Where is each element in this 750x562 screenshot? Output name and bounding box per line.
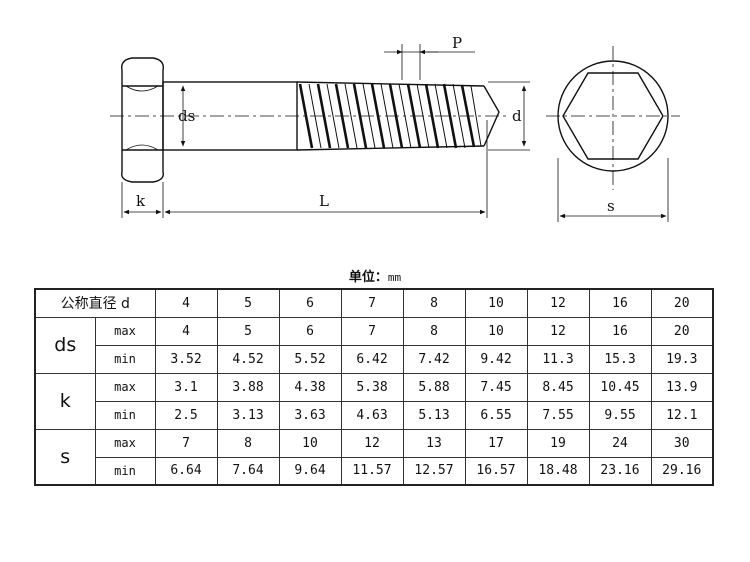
limit-label-cell: min [94,344,156,374]
value-cell: 12 [340,428,404,458]
parameter-cell: ds [34,316,96,374]
value-cell: 3.1 [154,372,218,402]
value-cell: 3.88 [216,372,280,402]
unit-value: mm [387,271,402,284]
label-k: k [136,192,146,210]
label-d: d [512,107,522,125]
label-p: P [452,34,462,52]
value-cell: 5.52 [278,344,342,374]
value-cell: 11.3 [526,344,590,374]
nominal-diameter-header: 公称直径 d [34,288,156,318]
limit-label-cell: min [94,456,156,486]
diameter-cell: 7 [340,288,404,318]
screw-head-side [121,57,164,183]
value-cell: 4.63 [340,400,404,430]
value-cell: 7.42 [402,344,466,374]
value-cell: 10 [278,428,342,458]
value-cell: 13 [402,428,466,458]
limit-label-cell: min [94,400,156,430]
value-cell: 4.52 [216,344,280,374]
value-cell: 6.42 [340,344,404,374]
value-cell: 29.16 [650,456,714,486]
diameter-cell: 5 [216,288,280,318]
diameter-cell: 8 [402,288,466,318]
value-cell: 16.57 [464,456,528,486]
value-cell: 19 [526,428,590,458]
value-cell: 9.55 [588,400,652,430]
diameter-cell: 12 [526,288,590,318]
value-cell: 15.3 [588,344,652,374]
value-cell: 10.45 [588,372,652,402]
parameter-cell: k [34,372,96,430]
value-cell: 4.38 [278,372,342,402]
screw-head-end-hex [562,72,664,160]
value-cell: 2.5 [154,400,218,430]
parameter-cell: s [34,428,96,486]
value-cell: 7.55 [526,400,590,430]
value-cell: 19.3 [650,344,714,374]
value-cell: 17 [464,428,528,458]
label-ds: ds [178,107,195,125]
value-cell: 20 [650,316,714,346]
unit-caption: 单位：mm [0,266,750,285]
value-cell: 9.42 [464,344,528,374]
value-cell: 12.1 [650,400,714,430]
diameter-cell: 4 [154,288,218,318]
value-cell: 9.64 [278,456,342,486]
value-cell: 7 [154,428,218,458]
value-cell: 30 [650,428,714,458]
value-cell: 23.16 [588,456,652,486]
limit-label-cell: max [94,372,156,402]
value-cell: 5.38 [340,372,404,402]
value-cell: 6.64 [154,456,218,486]
diameter-cell: 20 [650,288,714,318]
value-cell: 7 [340,316,404,346]
value-cell: 4 [154,316,218,346]
value-cell: 6.55 [464,400,528,430]
value-cell: 3.52 [154,344,218,374]
value-cell: 18.48 [526,456,590,486]
screw-head-end-circle [557,60,669,172]
value-cell: 8 [216,428,280,458]
value-cell: 24 [588,428,652,458]
value-cell: 8 [402,316,466,346]
limit-label-cell: max [94,428,156,458]
value-cell: 3.63 [278,400,342,430]
value-cell: 11.57 [340,456,404,486]
value-cell: 12 [526,316,590,346]
label-s: s [607,197,615,215]
lag-screw-technical-drawing: ds d P k L s [110,34,680,222]
value-cell: 10 [464,316,528,346]
diameter-cell: 10 [464,288,528,318]
value-cell: 3.13 [216,400,280,430]
diameter-cell: 6 [278,288,342,318]
value-cell: 5.88 [402,372,466,402]
value-cell: 16 [588,316,652,346]
value-cell: 7.64 [216,456,280,486]
label-l: L [319,192,329,210]
value-cell: 5 [216,316,280,346]
value-cell: 6 [278,316,342,346]
value-cell: 12.57 [402,456,466,486]
value-cell: 8.45 [526,372,590,402]
value-cell: 5.13 [402,400,466,430]
limit-label-cell: max [94,316,156,346]
unit-label: 单位： [348,270,388,285]
diameter-cell: 16 [588,288,652,318]
value-cell: 7.45 [464,372,528,402]
value-cell: 13.9 [650,372,714,402]
